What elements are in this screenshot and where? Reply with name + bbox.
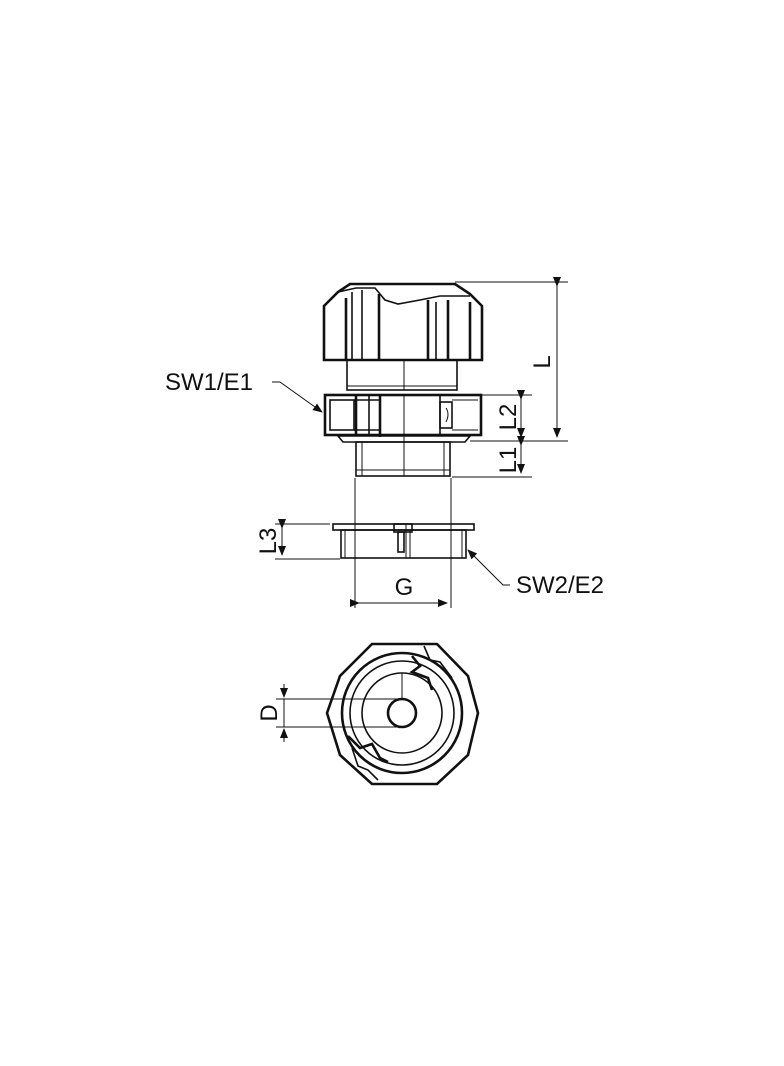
label-sw1-e1: SW1/E1 [165, 369, 253, 396]
neck [346, 359, 458, 391]
callout-sw2-e2: SW2/E2 [467, 549, 604, 599]
label-L1: L1 [495, 447, 522, 474]
label-L2: L2 [495, 404, 522, 431]
label-sw2-e2: SW2/E2 [516, 572, 604, 599]
dimension-L2: L2 [482, 390, 532, 438]
dimension-G: G [350, 574, 448, 607]
thread [355, 441, 451, 477]
dimension-L3: L3 [255, 519, 340, 560]
dimension-D: D [256, 684, 400, 742]
callout-sw1-e1: SW1/E1 [165, 369, 323, 413]
label-G: G [395, 574, 414, 601]
label-D: D [256, 704, 283, 721]
label-L: L [529, 355, 556, 368]
top-view [325, 642, 480, 786]
cap-nut [322, 282, 484, 362]
lock-nut [332, 523, 475, 559]
label-L3: L3 [255, 528, 282, 555]
body-hex [323, 393, 483, 443]
dimension-L1: L1 [452, 436, 532, 478]
dimension-L: L [455, 277, 568, 442]
